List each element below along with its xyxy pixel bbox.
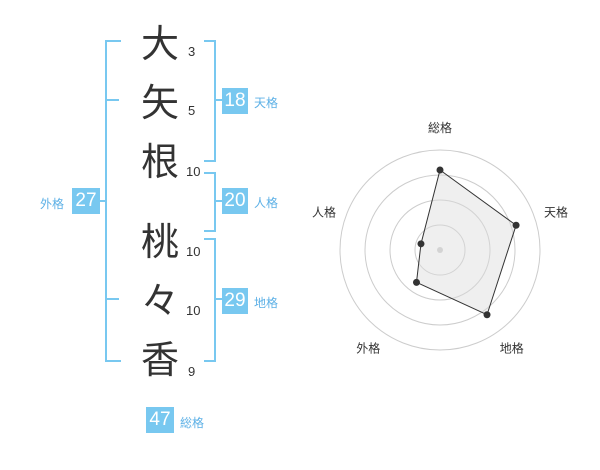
- radar-area: [415, 169, 517, 316]
- radar-ring: [364, 174, 516, 326]
- radar-ring: [339, 149, 541, 351]
- radar-axis-label-3: 地格: [500, 341, 524, 356]
- tenkaku-value: 18: [222, 88, 248, 114]
- stroke-count-4: 10: [186, 244, 201, 259]
- radar-point-4: [412, 278, 420, 286]
- name-char-4: 桃: [140, 220, 179, 264]
- radar-axis-label-4: 外格: [356, 341, 380, 356]
- radar-ring: [414, 224, 466, 276]
- name-char-5: 々: [140, 279, 179, 323]
- radar-point-5: [417, 240, 425, 248]
- stroke-count-5: 10: [186, 303, 201, 318]
- radar-center: [437, 247, 443, 253]
- tenkaku-label: 天格: [254, 96, 279, 110]
- tenkaku-tick: [214, 99, 222, 101]
- chikaku-tick: [214, 298, 222, 300]
- name-char-2: 矢: [140, 81, 179, 125]
- radar-ring: [389, 199, 491, 301]
- gaikaku-bracket-mid-tick: [100, 200, 107, 202]
- gaikaku-bracket-tick-lower: [105, 298, 119, 300]
- radar-axis-label-5: 人格: [312, 204, 336, 219]
- chikaku-bracket: [204, 238, 216, 362]
- soukaku-label: 総格: [180, 416, 205, 430]
- tenkaku-bracket: [204, 40, 216, 162]
- name-char-1: 大: [140, 22, 179, 66]
- jinkaku-value: 20: [222, 188, 248, 214]
- gaikaku-value: 27: [72, 188, 100, 214]
- chikaku-label: 地格: [254, 296, 279, 310]
- chikaku-value: 29: [222, 288, 248, 314]
- jinkaku-bracket: [204, 172, 216, 232]
- radar-axis-label-1: 総格: [428, 120, 452, 135]
- name-char-6: 香: [140, 338, 179, 382]
- radar-point-2: [512, 221, 520, 229]
- stroke-count-6: 9: [188, 364, 196, 379]
- radar-point-1: [436, 166, 444, 174]
- jinkaku-tick: [214, 200, 222, 202]
- soukaku-value: 47: [146, 407, 174, 433]
- radar-point-3: [483, 311, 491, 319]
- gaikaku-label: 外格: [40, 197, 65, 211]
- stroke-count-2: 5: [188, 103, 196, 118]
- gaikaku-bracket-tick-upper: [105, 99, 119, 101]
- name-char-3: 根: [140, 140, 179, 184]
- stroke-count-1: 3: [188, 44, 196, 59]
- jinkaku-label: 人格: [254, 196, 279, 210]
- radar-axis-label-2: 天格: [544, 204, 568, 219]
- gaikaku-bracket: [105, 40, 121, 362]
- stroke-count-3: 10: [186, 164, 201, 179]
